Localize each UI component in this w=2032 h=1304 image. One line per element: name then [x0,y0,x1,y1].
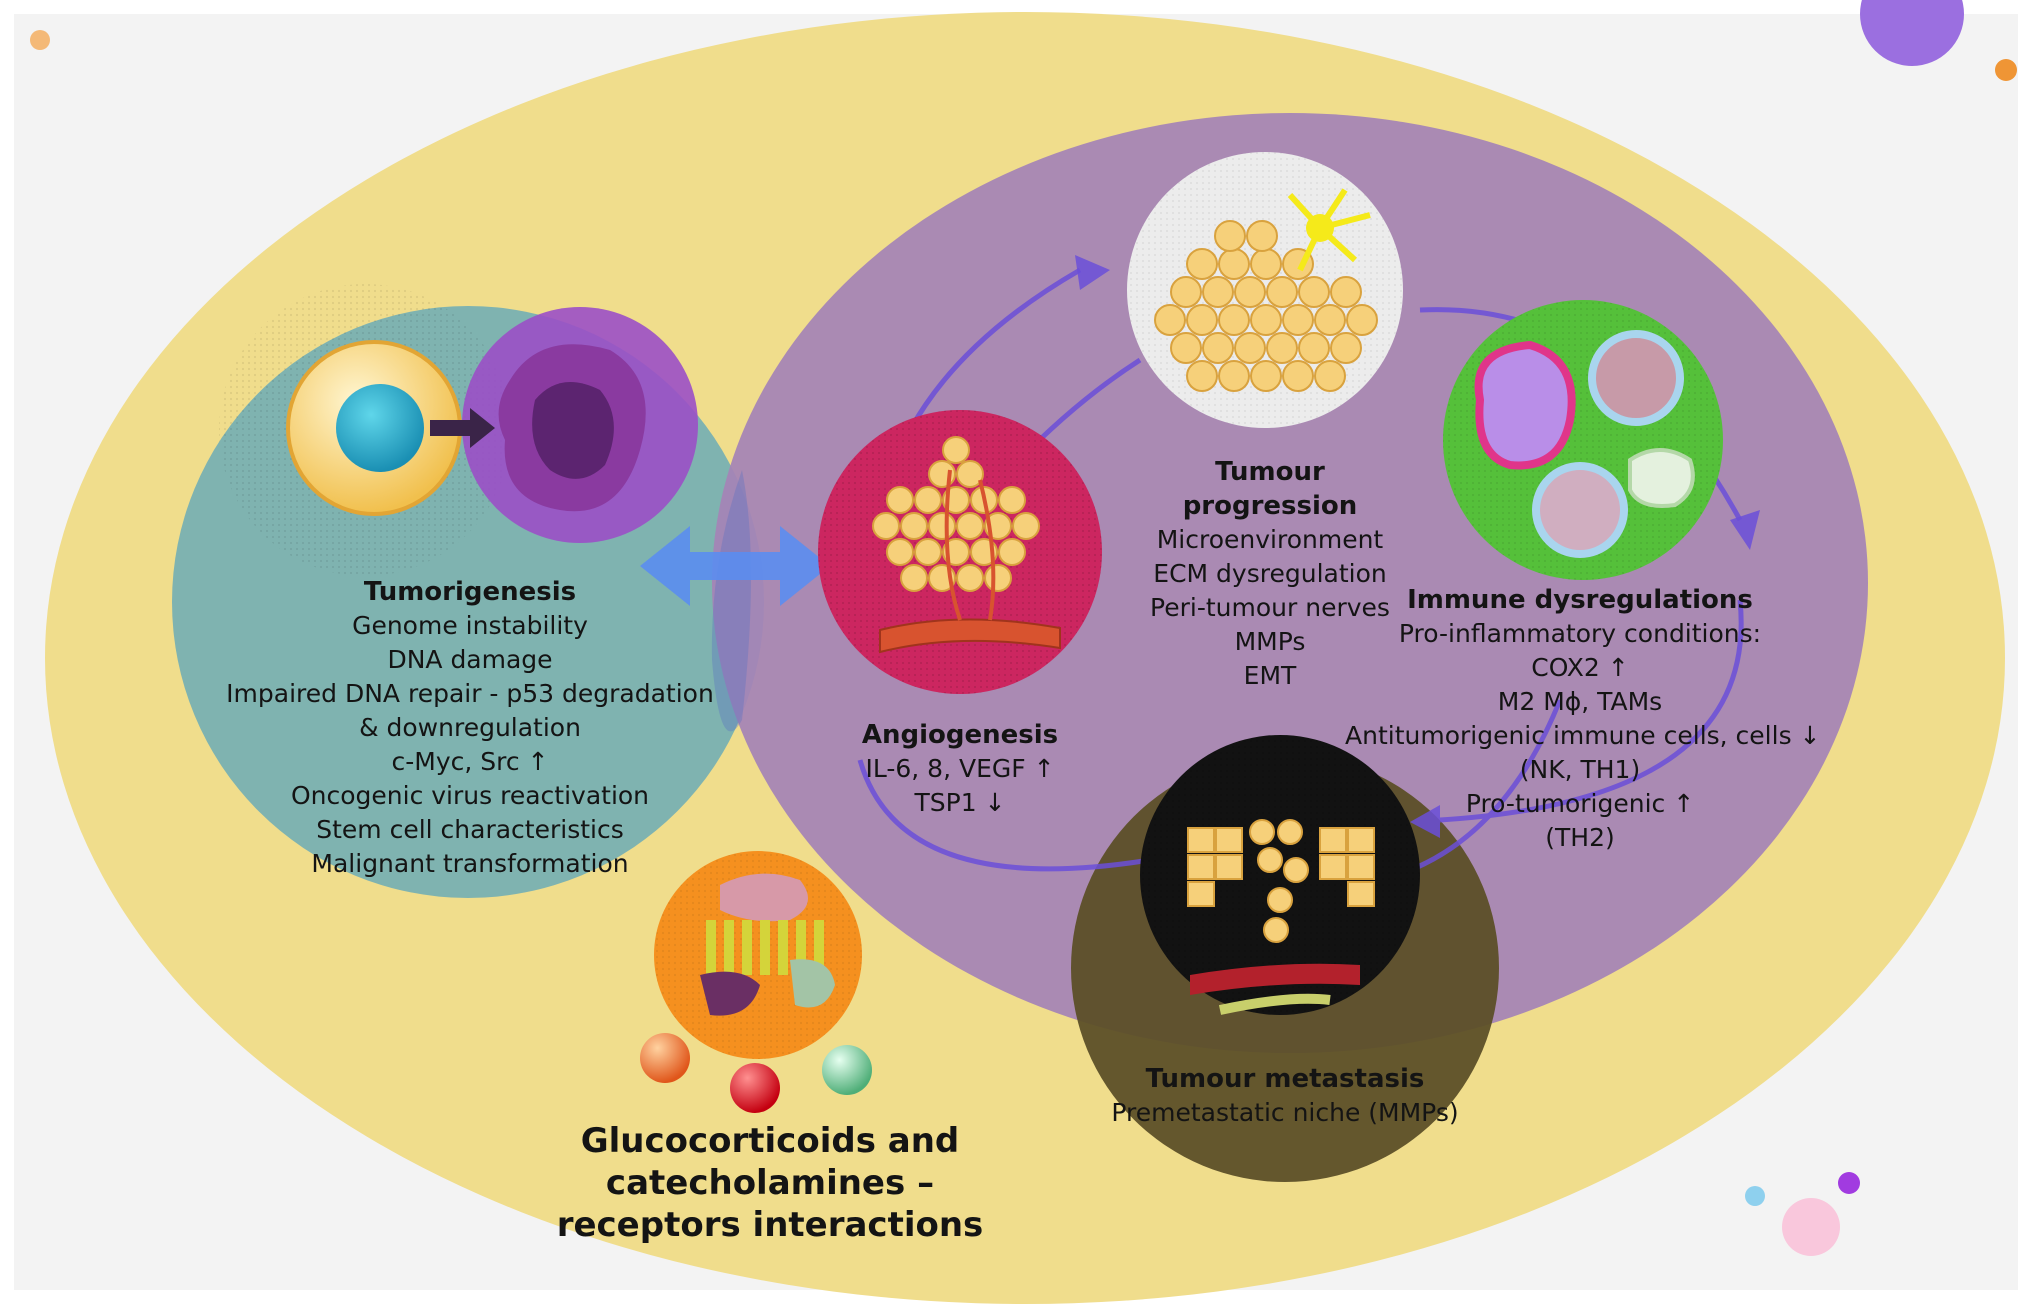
immune-line: Pro-inflammatory conditions: [1398,619,1762,648]
glucocorticoids-title: Glucocorticoids and [580,1121,960,1161]
tumorigenesis-line: Stem cell characteristics [316,815,624,844]
deco-dot [1745,1186,1765,1206]
deco-dot [1995,59,2017,81]
tumorigenesis-line: Oncogenic virus reactivation [290,781,650,810]
hormone-ball-orange-icon [640,1033,690,1083]
immune-line: (TH2) [1545,823,1615,852]
immune-line: M2 Mϕ, TAMs [1497,687,1663,716]
progression-title: progression [1182,491,1358,521]
tumorigenesis-line: Genome instability [352,611,588,640]
tumorigenesis-line: Impaired DNA repair - p53 degradation [226,679,714,708]
hormone-ball-red-icon [730,1063,780,1113]
immune-line: (NK, TH1) [1519,755,1641,784]
deco-dot [1782,1198,1840,1256]
tumorigenesis-line: Malignant transformation [311,849,629,878]
angiogenesis-icon [818,410,1102,694]
deco-dot [1860,0,1964,66]
flow-arrow-heads [1075,255,1760,838]
hormone-ball-green-icon [822,1045,872,1095]
glucocorticoids-text: Glucocorticoids and catecholamines – rec… [520,1120,1020,1246]
immune-title: Immune dysregulations [1407,585,1753,615]
angiogenesis-title: Angiogenesis [861,720,1059,750]
metastasis-line: Premetastatic niche (MMPs) [1111,1098,1459,1127]
deco-dot [30,30,50,50]
tumorigenesis-line: c-Myc, Src ↑ [391,747,549,776]
tumour-progression-icon [1127,152,1403,428]
tumorigenesis-title: Tumorigenesis [363,577,577,607]
progression-title: Tumour [1215,457,1325,487]
progression-line: EMT [1243,661,1297,690]
angiogenesis-line: IL-6, 8, VEGF ↑ [865,754,1055,783]
progression-line: Microenvironment [1156,525,1384,554]
progression-line: Peri-tumour nerves [1150,593,1390,622]
deco-dot [1838,1172,1860,1194]
angiogenesis-line: TSP1 ↓ [914,788,1006,817]
tumorigenesis-line: & downregulation [359,713,581,742]
progression-line: MMPs [1234,627,1306,656]
metastasis-title: Tumour metastasis [1145,1064,1425,1094]
metastasis-icon [1140,735,1420,1015]
overlap-zone [711,470,751,732]
immune-line: COX2 ↑ [1531,653,1629,682]
glucocorticoids-title: catecholamines – [605,1163,935,1203]
tumorigenesis-text: Tumorigenesis Genome instability DNA dam… [226,575,714,881]
tumorigenesis-line: DNA damage [387,645,553,674]
immune-text: Immune dysregulations Pro-inflammatory c… [1345,583,1821,855]
angiogenesis-text: Angiogenesis IL-6, 8, VEGF ↑ TSP1 ↓ [850,718,1070,820]
progression-text: Tumour progression Microenvironment ECM … [1130,455,1410,693]
double-arrow-icon [640,526,830,606]
immune-cells-icon [1443,300,1723,580]
cell-transformation-icon [219,284,698,576]
progression-line: ECM dysregulation [1153,559,1387,588]
immune-line: Antitumorigenic immune cells, cells ↓ [1345,721,1821,750]
immune-line: Pro-tumorigenic ↑ [1465,789,1695,818]
receptor-icon [654,851,862,1059]
metastasis-text: Tumour metastasis Premetastatic niche (M… [1090,1062,1480,1130]
glucocorticoids-title: receptors interactions [556,1205,984,1245]
